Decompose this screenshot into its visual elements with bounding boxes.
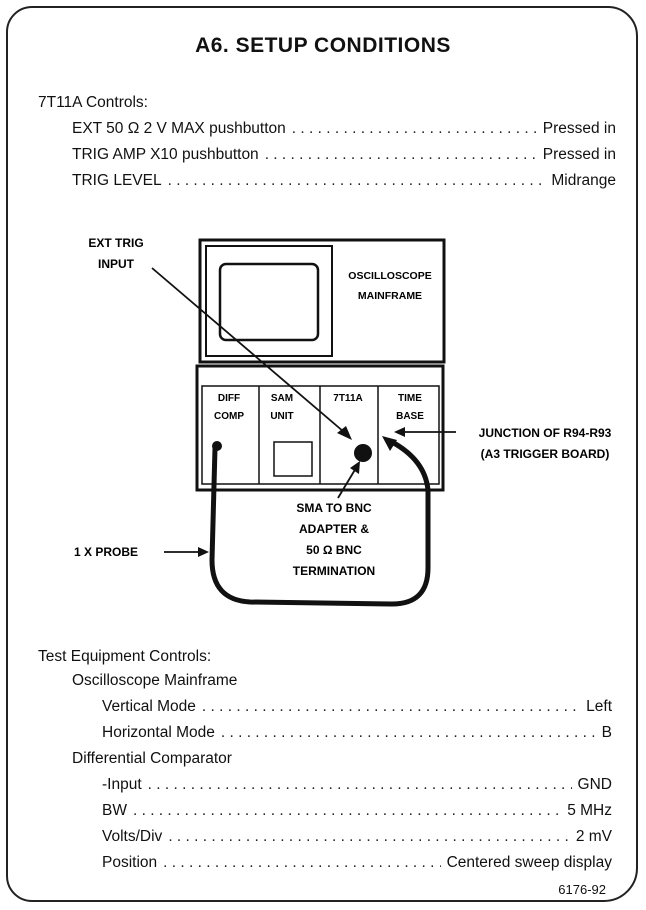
probe-label: 1 X PROBE bbox=[74, 545, 138, 559]
adapter-label: 50 Ω BNC bbox=[306, 543, 362, 557]
setting-label: Vertical Mode bbox=[102, 698, 196, 715]
mainframe-heading: Oscilloscope Mainframe bbox=[72, 672, 238, 689]
setting-row: BW 5 MHz bbox=[102, 802, 612, 820]
leader-dots bbox=[221, 724, 596, 742]
unit-controls-heading: 7T11A Controls: bbox=[38, 94, 148, 111]
setting-row: Vertical Mode Left bbox=[102, 698, 612, 716]
adapter-arrowhead bbox=[350, 461, 360, 474]
junction-label: JUNCTION OF R94-R93 bbox=[479, 426, 612, 440]
setting-row: TRIG AMP X10 pushbutton Pressed in bbox=[72, 146, 616, 164]
setting-row: TRIG LEVEL Midrange bbox=[72, 172, 616, 190]
setting-label: -Input bbox=[102, 776, 142, 793]
setting-value: 5 MHz bbox=[567, 802, 612, 819]
adapter-label: TERMINATION bbox=[293, 564, 375, 578]
setting-row: Horizontal Mode B bbox=[102, 724, 612, 742]
setting-label: Horizontal Mode bbox=[102, 724, 215, 741]
diff-comp-label: DIFF bbox=[218, 393, 240, 404]
comparator-heading: Differential Comparator bbox=[72, 750, 232, 767]
setting-label: TRIG LEVEL bbox=[72, 172, 162, 189]
junction-arrowhead bbox=[394, 427, 405, 437]
leader-dots bbox=[168, 828, 570, 846]
setup-card bbox=[6, 6, 638, 902]
adapter-label: ADAPTER & bbox=[299, 522, 369, 536]
plugin-bay bbox=[195, 364, 445, 492]
setting-value: GND bbox=[577, 776, 612, 793]
setting-value: B bbox=[601, 724, 612, 741]
figure-number: 6176-92 bbox=[558, 882, 606, 897]
setting-row: Volts/Div 2 mV bbox=[102, 828, 612, 846]
time-base-label: TIME bbox=[398, 393, 422, 404]
test-equipment-heading: Test Equipment Controls: bbox=[38, 648, 212, 665]
probe-arrowhead bbox=[198, 547, 209, 557]
setting-label: Position bbox=[102, 854, 158, 871]
mainframe-label: OSCILLOSCOPE bbox=[348, 270, 431, 282]
ext-trig-label: EXT TRIG bbox=[88, 236, 143, 250]
setting-value: Centered sweep display bbox=[446, 854, 612, 871]
setting-label: Volts/Div bbox=[102, 828, 163, 845]
ext-trig-arrowhead bbox=[337, 426, 352, 440]
setting-label: TRIG AMP X10 pushbutton bbox=[72, 146, 259, 163]
page-title: A6. SETUP CONDITIONS bbox=[195, 34, 451, 57]
adapter-label: SMA TO BNC bbox=[296, 501, 372, 515]
setting-value: Left bbox=[586, 698, 612, 715]
setting-label: BW bbox=[102, 802, 127, 819]
mainframe-label: MAINFRAME bbox=[358, 290, 422, 302]
leader-dots bbox=[163, 854, 440, 872]
probe-cable bbox=[209, 439, 431, 607]
sam-unit-panel bbox=[273, 441, 313, 477]
time-base-label: BASE bbox=[396, 411, 424, 422]
ext-trig-connector bbox=[354, 444, 372, 462]
setting-label: EXT 50 Ω 2 V MAX pushbutton bbox=[72, 120, 286, 137]
setting-row: Position Centered sweep display bbox=[102, 854, 612, 872]
crt-bezel bbox=[205, 245, 333, 357]
setting-value: Midrange bbox=[551, 172, 616, 189]
diff-comp-label: COMP bbox=[214, 411, 244, 422]
leader-dots bbox=[133, 802, 561, 820]
leader-dots bbox=[202, 698, 580, 716]
crt-screen bbox=[218, 262, 320, 342]
junction-label: (A3 TRIGGER BOARD) bbox=[481, 447, 610, 461]
mainframe-box bbox=[198, 238, 446, 364]
setting-row: -Input GND bbox=[102, 776, 612, 794]
setting-value: Pressed in bbox=[542, 146, 616, 163]
unit-7t11a-label: 7T11A bbox=[333, 393, 362, 404]
setting-value: 2 mV bbox=[575, 828, 612, 845]
leader-dots bbox=[148, 776, 572, 794]
sam-unit-label: UNIT bbox=[270, 411, 293, 422]
setting-row: EXT 50 Ω 2 V MAX pushbutton Pressed in bbox=[72, 120, 616, 138]
ext-trig-label: INPUT bbox=[98, 257, 135, 271]
ext-trig-pointer bbox=[151, 267, 345, 433]
setting-value: Pressed in bbox=[542, 120, 616, 137]
cable-end-arrow bbox=[382, 436, 397, 451]
adapter-pointer bbox=[337, 467, 357, 499]
sam-unit-label: SAM bbox=[271, 393, 293, 404]
